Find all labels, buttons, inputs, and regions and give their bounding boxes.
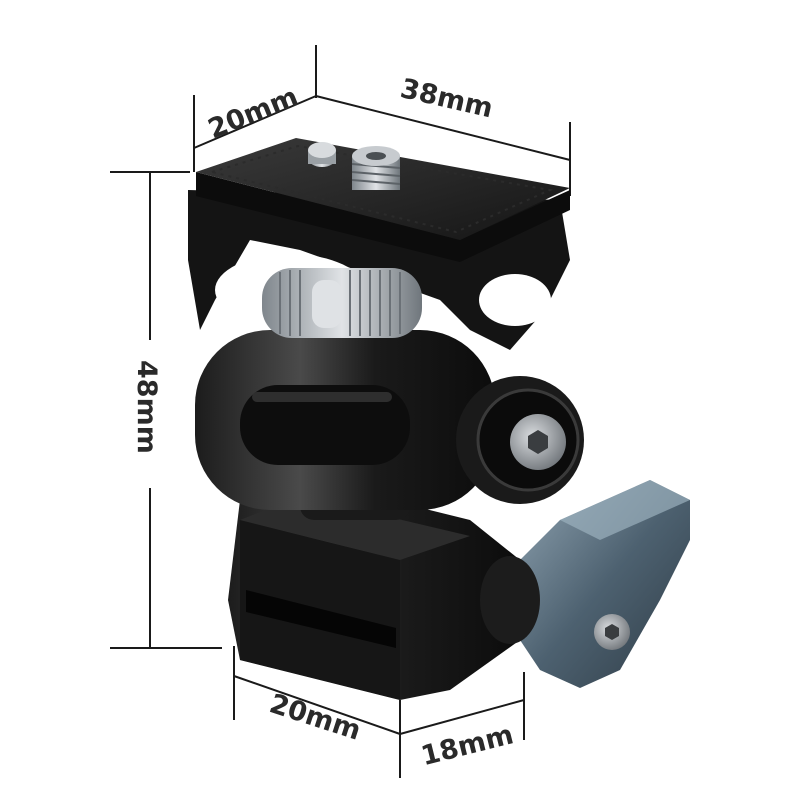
top-depth-line (193, 95, 317, 149)
label-top-width: 38mm (397, 73, 495, 124)
top-width-line (315, 95, 571, 161)
top-plate-texture (208, 144, 554, 234)
base-width-line (233, 675, 401, 735)
label-base-width: 20mm (266, 688, 365, 746)
dimension-lines (110, 45, 571, 778)
locating-pin-top (308, 142, 336, 158)
clamp-top-edge (240, 496, 470, 560)
clamp-slot (246, 590, 396, 648)
locking-knob (520, 480, 690, 688)
label-knob-depth: 18mm (418, 719, 517, 772)
label-height: 48mm (131, 360, 162, 454)
knob-stem (480, 556, 540, 644)
knurled-wheel (262, 268, 422, 338)
grip-recess (240, 385, 410, 465)
top-plate-side (196, 172, 570, 262)
hex-socket-icon (528, 430, 548, 454)
label-top-depth: 20mm (204, 81, 303, 145)
mounting-screw-hole (366, 152, 386, 160)
grip-recess-shine (252, 392, 392, 402)
knob-depth-line (399, 699, 525, 735)
frame-window-right (479, 274, 551, 326)
knob-hex-socket-icon (605, 624, 619, 640)
monitor-mount (188, 138, 690, 700)
